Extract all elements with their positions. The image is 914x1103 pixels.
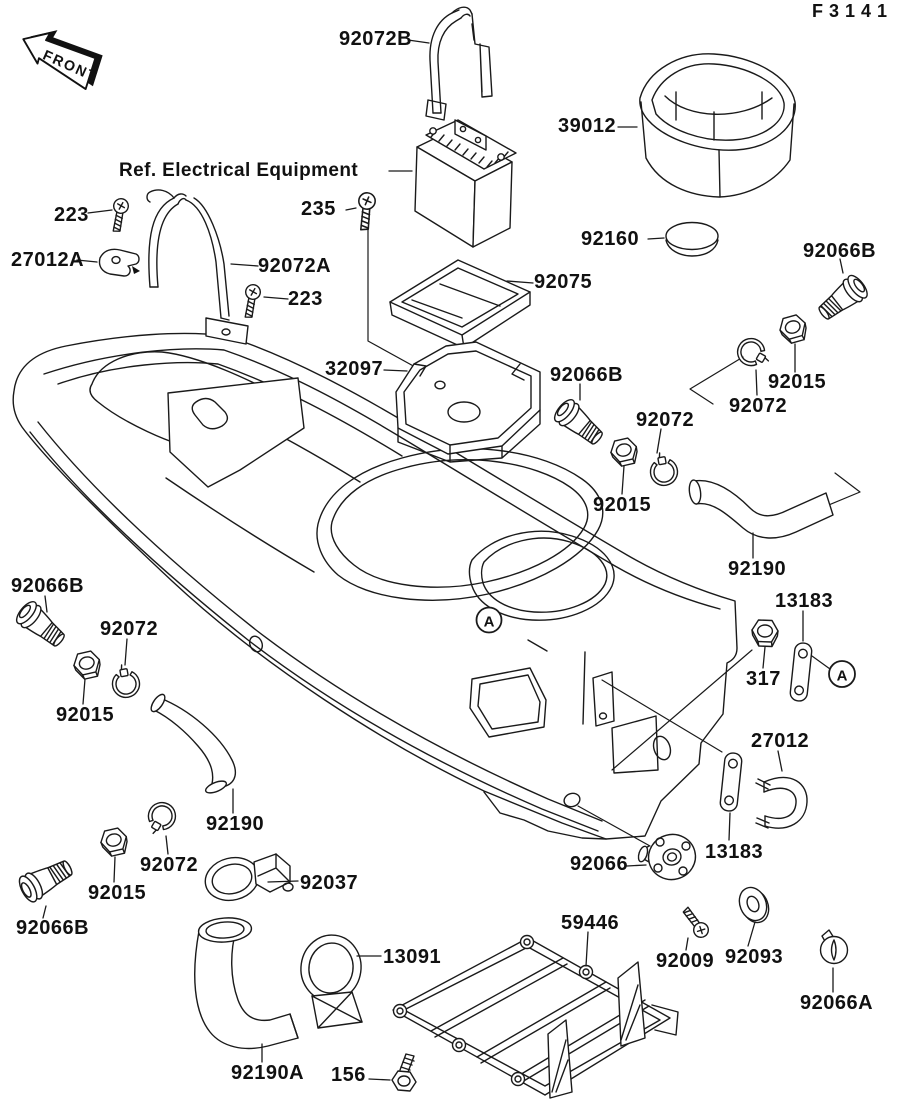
screw-92009 [678,904,712,941]
detail-marker-a-right: A [837,668,848,685]
part-label-92015-2: 92015 [593,494,652,516]
part-label-92190-1: 92190 [728,558,787,580]
hose-clamp-92037 [204,853,294,902]
screw-235 [355,191,377,232]
clamp-92072-right [731,332,776,375]
part-label-92015-1: 92015 [768,371,827,393]
part-label-92066: 92066 [570,853,629,875]
part-label-92066b-2: 92066B [550,364,624,386]
fitting-92066B-right [813,271,872,326]
part-label-223-2: 223 [288,288,323,310]
part-label-13091: 13091 [383,946,442,968]
part-label-92015-3: 92015 [56,704,115,726]
battery-box-32097 [395,341,541,463]
leader-lines [42,39,844,1081]
washer-92093 [738,886,770,924]
part-label-13183-1: 13183 [775,590,834,612]
hull-body [12,332,738,840]
fitting-92066B-bottom [15,853,78,906]
tray-92075 [389,259,531,349]
screw-223-upper [108,196,131,234]
part-label-317: 317 [746,668,781,690]
detail-marker-a-hull: A [484,614,495,631]
cap-92160 [665,221,719,257]
bolt-156 [391,1053,417,1092]
part-label-92066b-1: 92066B [803,240,877,262]
battery-case-39012 [639,53,796,198]
battery [414,119,517,248]
band-92072A [146,189,249,345]
clamp-92072-left [108,661,143,701]
plate-13183-lower [718,751,744,813]
part-label-92072-2: 92072 [636,409,695,431]
detail-marker-hull: A [475,606,503,634]
nut-92015-left [70,648,105,683]
reference-note: Ref. Electrical Equipment [119,160,359,181]
plate-13183-upper [788,641,814,703]
battery-strap-92072B [425,6,493,121]
part-label-92072b: 92072B [339,28,413,50]
part-label-59446: 59446 [561,912,620,934]
clamp-92072-bottom [139,796,182,841]
part-label-92066b-3: 92066B [11,575,85,597]
detail-marker-right: A [828,660,856,688]
nut-92015-right [776,311,811,347]
part-label-39012: 39012 [558,115,617,137]
part-label-92160: 92160 [581,228,640,250]
fitting-92066B-left [12,597,71,653]
part-label-92093: 92093 [725,946,784,968]
bilge-plate-59446 [392,934,679,1099]
clamp-92072-center [646,449,681,489]
hose-92190-left [150,693,237,794]
part-label-223-1: 223 [54,204,89,226]
flange-92066 [637,833,697,881]
u-bolt-27012 [755,776,808,829]
hose-92190-right [688,479,834,539]
part-label-92190-2: 92190 [206,813,265,835]
part-label-92066a: 92066A [800,992,874,1014]
nut-317 [751,619,779,648]
part-label-92075: 92075 [534,271,593,293]
front-arrow: FRONT [22,30,103,90]
part-label-13183-2: 13183 [705,841,764,863]
part-label-92072a: 92072A [258,255,332,277]
part-label-156: 156 [331,1064,366,1086]
part-label-92066b-4: 92066B [16,917,90,939]
part-label-32097: 32097 [325,358,384,380]
part-label-235: 235 [301,198,336,220]
nut-92015-bottom [97,825,132,860]
screw-223-lower [240,282,263,320]
part-label-92037: 92037 [300,872,359,894]
part-label-92015-4: 92015 [88,882,147,904]
part-label-27012a: 27012A [11,249,85,271]
fitting-92066B-center [550,395,609,451]
plug-92066A [819,929,849,965]
part-label-27012: 27012 [751,730,810,752]
hose-92190A [194,917,299,1050]
part-label-92190a: 92190A [231,1062,305,1084]
part-label-92072-4: 92072 [140,854,199,876]
figure-code: F3141 [812,1,894,21]
part-label-92072-1: 92072 [729,395,788,417]
bracket-27012A [98,248,140,277]
part-label-92072-3: 92072 [100,618,159,640]
part-label-92009: 92009 [656,950,715,972]
holder-13091 [300,934,363,1029]
nut-92015-center [607,435,642,470]
